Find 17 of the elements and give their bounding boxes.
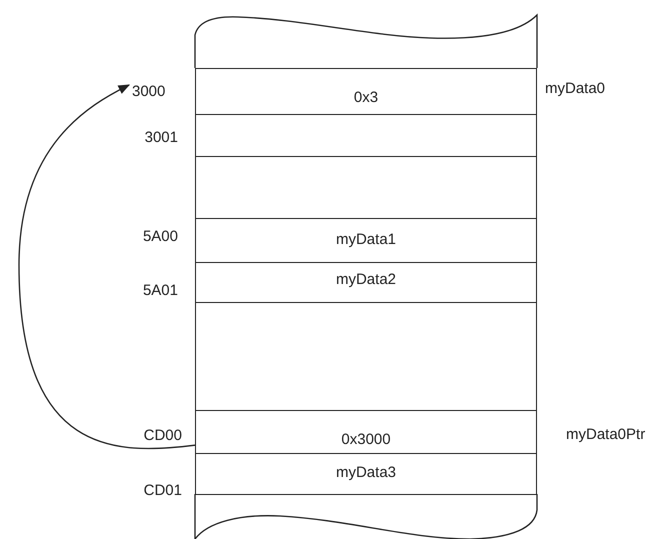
empty-memory-cell <box>195 302 537 411</box>
memory-cell: 0x3000 <box>195 410 537 454</box>
address-label: 5A00 <box>142 228 178 246</box>
address-label: 5A01 <box>142 282 178 300</box>
pointer-arrow <box>18 84 196 450</box>
memory-cell: myData1 <box>195 218 537 263</box>
address-label: CD00 <box>144 427 182 445</box>
memory-cell: myData2 <box>195 262 537 303</box>
address-label: 3000 <box>132 83 166 101</box>
variable-name: myData0 <box>545 80 606 98</box>
memory-cell: myData3 <box>195 453 537 495</box>
memory-cell: 0x3 <box>195 68 537 115</box>
empty-memory-cell <box>195 156 537 219</box>
address-label: 3001 <box>144 129 178 147</box>
variable-name: myData0Ptr <box>566 426 646 444</box>
address-label: CD01 <box>144 482 182 500</box>
empty-memory-cell <box>195 114 537 157</box>
